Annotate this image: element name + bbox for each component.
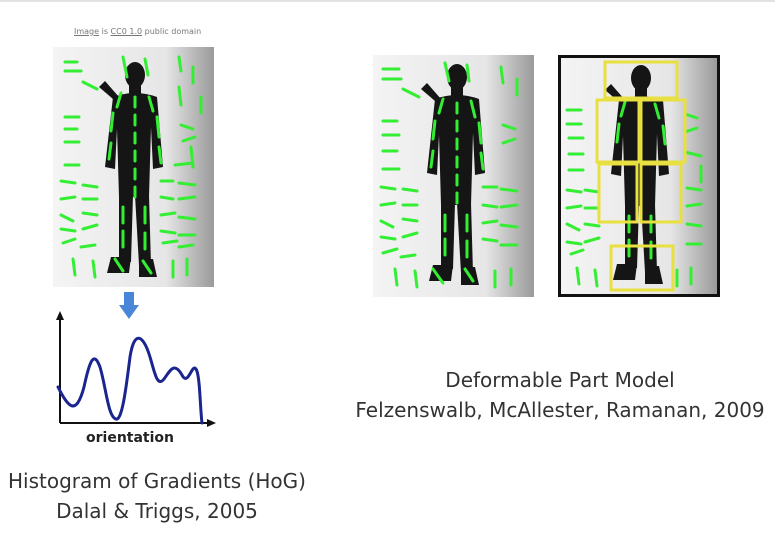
dpm-part-boxes bbox=[595, 60, 687, 292]
orientation-axis-label: orientation bbox=[86, 430, 174, 446]
top-border bbox=[0, 0, 775, 2]
hog-gradient-lines bbox=[59, 55, 203, 279]
dpm-parts-svg bbox=[561, 58, 717, 294]
dpm-title: Deformable Part Model bbox=[445, 368, 675, 392]
down-arrow-icon bbox=[119, 292, 139, 319]
hog-person-image bbox=[53, 47, 214, 287]
hog-caption: Histogram of Gradients (HoG) Dalal & Tri… bbox=[0, 466, 314, 526]
hog-authors: Dalal & Triggs, 2005 bbox=[56, 499, 258, 523]
part-box-right-leg bbox=[639, 162, 683, 224]
orientation-curve bbox=[56, 336, 204, 425]
part-box-right-torso bbox=[639, 98, 687, 164]
dpm-authors: Felzenswalb, McAllester, Ramanan, 2009 bbox=[355, 398, 765, 422]
dpm-caption: Deformable Part Model Felzenswalb, McAll… bbox=[345, 365, 775, 425]
license-link[interactable]: CC0 1.0 bbox=[110, 27, 143, 36]
hog-person-svg bbox=[53, 47, 214, 287]
image-credit: Image is CC0 1.0 public domain bbox=[74, 27, 202, 36]
orientation-histogram-plot bbox=[56, 311, 216, 427]
image-link[interactable]: Image bbox=[74, 27, 100, 36]
dpm-root-filter-image bbox=[373, 55, 534, 297]
part-box-head bbox=[603, 60, 679, 100]
dpm-parts-image bbox=[558, 55, 720, 297]
part-box-feet bbox=[609, 244, 675, 292]
part-box-left-leg bbox=[597, 162, 639, 224]
dpm-root-svg bbox=[373, 55, 534, 297]
dpm-root-gradient-lines bbox=[379, 61, 519, 289]
hog-title: Histogram of Gradients (HoG) bbox=[8, 469, 306, 493]
part-box-left-torso bbox=[595, 98, 641, 164]
